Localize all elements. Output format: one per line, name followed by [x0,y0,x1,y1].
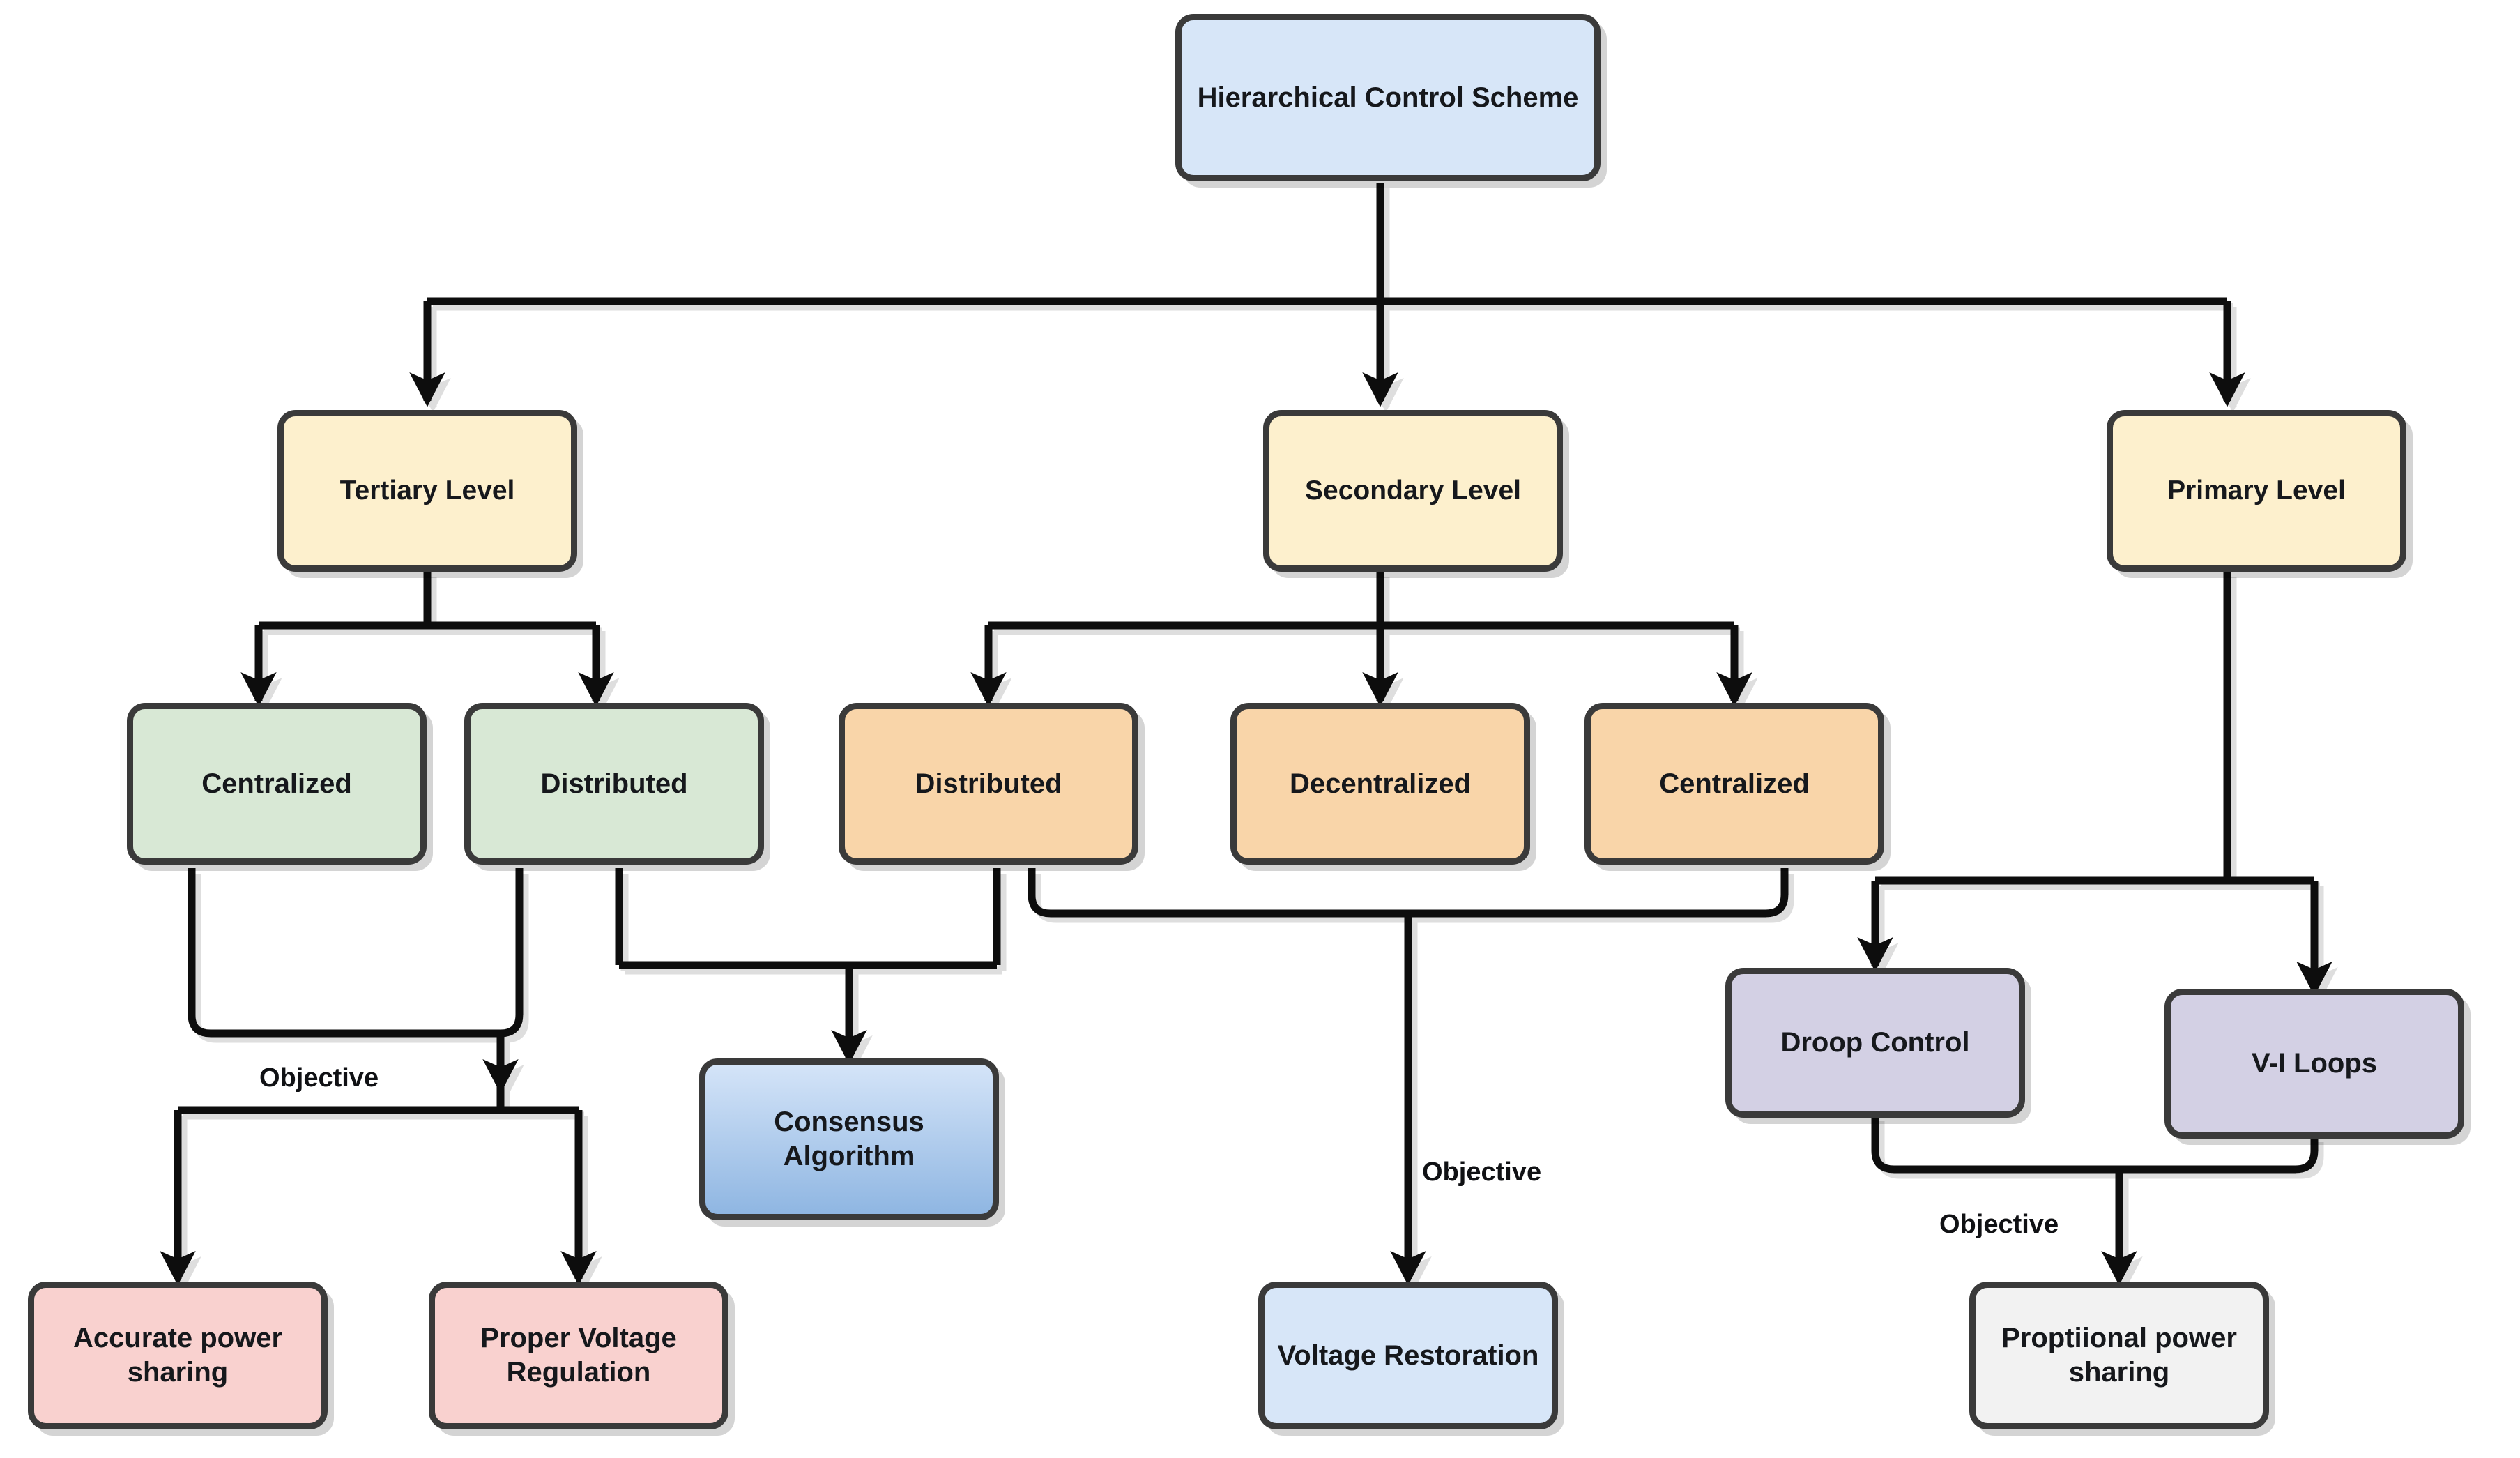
node-hierarchical-control-scheme[interactable]: Hierarchical Control Scheme [1175,14,1601,181]
node-label: Distributed [915,768,1062,799]
node-label-line1: Accurate power [72,1323,283,1354]
edge-label-tertiary-objective: Objective [259,1063,379,1093]
node-vi-loops[interactable]: V-I Loops [2164,989,2464,1139]
node-droop-control[interactable]: Droop Control [1725,968,2025,1118]
node-secondary-distributed[interactable]: Distributed [839,703,1138,865]
edge-secondary-centralized-merge [1408,868,1789,918]
node-label: Secondary Level [1305,476,1521,506]
node-label: Droop Control [1780,1027,1970,1058]
node-consensus-algorithm[interactable]: Consensus Algorithm [699,1058,999,1220]
node-secondary-decentralized[interactable]: Decentralized [1230,703,1530,865]
node-label-line2: Algorithm [783,1141,915,1171]
node-voltage-restoration[interactable]: Voltage Restoration [1258,1282,1558,1429]
node-label: Hierarchical Control Scheme [1197,82,1579,113]
edge-droop-merge [1871,1116,2119,1174]
node-secondary-level[interactable]: Secondary Level [1263,410,1563,572]
node-label-line1: Proper Voltage [480,1323,677,1354]
node-label-line2: Regulation [506,1357,651,1388]
edge-label-secondary-objective: Objective [1422,1157,1542,1187]
edge-label-primary-objective: Objective [1939,1210,2059,1239]
node-label: Voltage Restoration [1277,1339,1539,1371]
node-accurate-power-sharing[interactable]: Accurate power sharing [28,1282,328,1429]
edge-secondary-distributed-merge [1028,868,1408,918]
node-label: Distributed [540,768,688,799]
node-proptiional-power-sharing[interactable]: Proptiional power sharing [1969,1282,2269,1429]
node-label: Decentralized [1289,768,1472,799]
node-label: V-I Loops [2252,1048,2377,1079]
node-secondary-centralized[interactable]: Centralized [1584,703,1884,865]
node-label-line1: Proptiional power [2001,1323,2237,1354]
node-label-line1: Consensus [774,1107,924,1138]
node-label: Primary Level [2167,476,2346,506]
node-label-line2: sharing [2068,1357,2170,1388]
node-label: Tertiary Level [339,476,515,506]
edge-centralized-merge [188,868,501,1038]
node-tertiary-centralized[interactable]: Centralized [127,703,427,865]
node-tertiary-level[interactable]: Tertiary Level [277,410,577,572]
node-primary-level[interactable]: Primary Level [2107,410,2406,572]
node-label: Centralized [1659,768,1810,799]
node-tertiary-distributed[interactable]: Distributed [464,703,764,865]
edge-distributed-merge [500,868,524,1038]
node-label-line2: sharing [127,1357,229,1388]
node-proper-voltage-regulation[interactable]: Proper Voltage Regulation [429,1282,728,1429]
node-label: Centralized [201,768,352,799]
edge-vi-loops-merge [2119,1137,2319,1174]
